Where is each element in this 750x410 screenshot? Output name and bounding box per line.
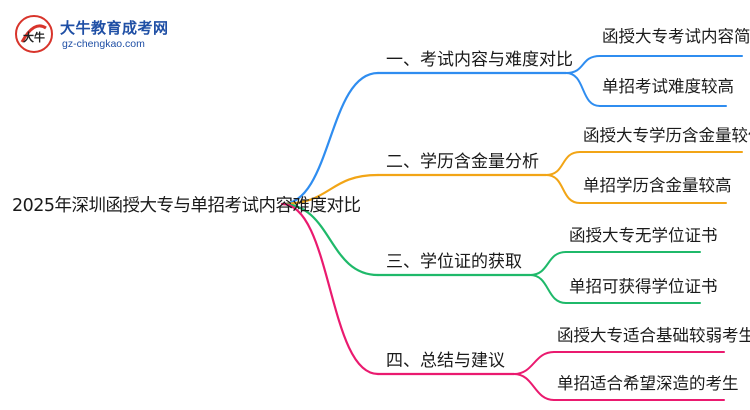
logo-url: gz-chengkao.com [62,38,145,50]
root-to-branch-1-connector [280,71,380,206]
root-to-branch-4-connector [280,202,380,376]
branch-1-to-leaf-1-connector [565,55,601,74]
leaf-topic-4-1: 函授大专适合基础较弱考生 [557,326,750,345]
branch-3-to-leaf-1-connector [529,251,567,276]
branch-topic-4: 四、总结与建议 [386,351,505,371]
branch-4-to-leaf-2-connector [513,373,555,401]
leaf-topic-3-1: 函授大专无学位证书 [569,226,718,245]
logo-mark-text: 大牛 [23,30,45,44]
branch-1-to-leaf-2-connector [565,72,601,107]
root-to-branch-3-connector [280,202,380,277]
root-to-branch-2-connector [280,173,380,206]
branch-2-to-leaf-1-connector [545,151,581,176]
leaf-topic-3-2: 单招可获得学位证书 [569,277,718,296]
branch-4-to-leaf-1-connector [513,351,555,375]
branch-2-to-leaf-2-connector [545,174,581,204]
branch-topic-3: 三、学位证的获取 [386,252,522,272]
branch-topic-1: 一、考试内容与难度对比 [386,50,573,70]
branch-3-to-leaf-2-connector [529,274,567,304]
logo-icon: 大牛 [15,15,53,53]
leaf-topic-2-2: 单招学历含金量较高 [583,176,732,195]
branch-topic-2: 二、学历含金量分析 [386,152,539,172]
site-logo: 大牛 大牛教育成考网 gz-chengkao.com [14,14,214,58]
leaf-topic-4-2: 单招适合希望深造的考生 [557,374,739,393]
leaf-topic-2-1: 函授大专学历含金量较低 [583,126,750,145]
logo-title: 大牛教育成考网 [60,19,169,37]
root-topic: 2025年深圳函授大专与单招考试内容难度对比 [12,196,361,216]
leaf-topic-1-2: 单招考试难度较高 [602,77,734,96]
